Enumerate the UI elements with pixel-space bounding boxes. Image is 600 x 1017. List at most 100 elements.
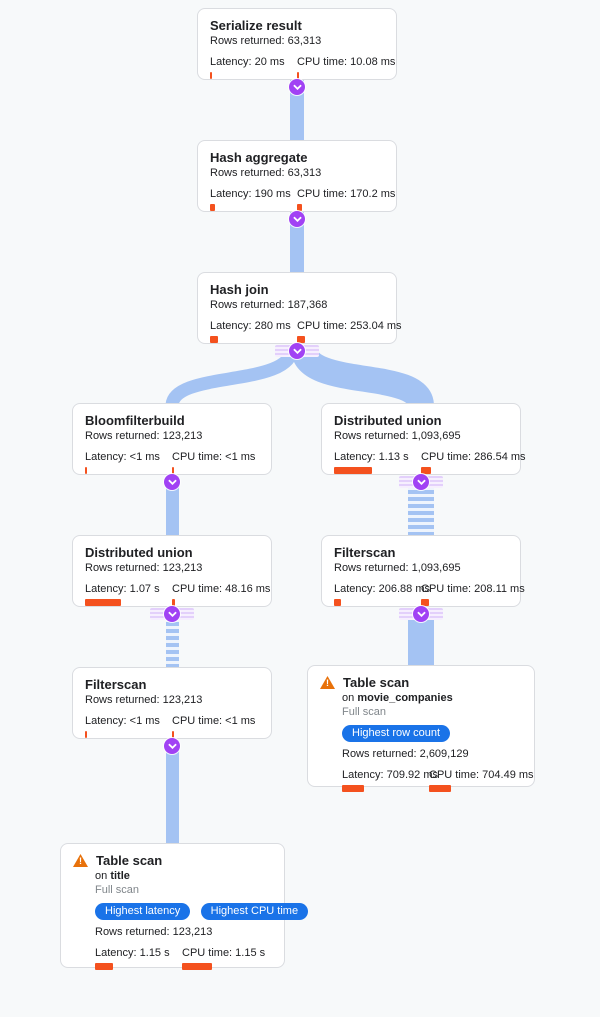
plan-node-distributed-union-left[interactable]: Distributed union Rows returned: 123,213… bbox=[72, 535, 272, 607]
collapse-toggle-distributed-union-left[interactable] bbox=[164, 606, 180, 622]
chevron-down-icon bbox=[292, 348, 302, 354]
latency-label: Latency: 206.88 ms bbox=[334, 583, 431, 595]
node-metrics: Latency: 709.92 ms CPU time: 704.49 ms bbox=[342, 769, 534, 792]
collapse-toggle-filterscan-right[interactable] bbox=[413, 606, 429, 622]
scan-target: on movie_companies bbox=[342, 692, 453, 704]
cpu-time-label: CPU time: <1 ms bbox=[172, 451, 256, 463]
plan-node-filterscan-left[interactable]: Filterscan Rows returned: 123,213 Latenc… bbox=[72, 667, 272, 739]
node-title: Table scan bbox=[343, 675, 410, 690]
cpu-time-label: CPU time: 704.49 ms bbox=[429, 769, 534, 781]
latency-bar bbox=[334, 599, 341, 606]
node-rows-returned: Rows returned: 123,213 bbox=[85, 562, 203, 574]
plan-node-bloomfilterbuild[interactable]: Bloomfilterbuild Rows returned: 123,213 … bbox=[72, 403, 272, 475]
node-metrics: Latency: 1.15 s CPU time: 1.15 s bbox=[95, 947, 272, 970]
plan-node-filterscan-right[interactable]: Filterscan Rows returned: 1,093,695 Late… bbox=[321, 535, 525, 607]
chevron-down-icon bbox=[416, 611, 426, 617]
latency-label: Latency: 1.13 s bbox=[334, 451, 409, 463]
node-title: Distributed union bbox=[85, 545, 193, 560]
latency-label: Latency: <1 ms bbox=[85, 715, 160, 727]
highest-cpu-time-badge: Highest CPU time bbox=[200, 903, 309, 920]
cpu-time-bar bbox=[297, 204, 302, 211]
latency-bar bbox=[85, 599, 121, 606]
highest-row-count-badge: Highest row count bbox=[342, 725, 451, 742]
chevron-down-icon bbox=[292, 84, 302, 90]
chevron-down-icon bbox=[167, 611, 177, 617]
plan-node-hash-aggregate[interactable]: Hash aggregate Rows returned: 63,313 Lat… bbox=[197, 140, 397, 212]
node-title: Hash aggregate bbox=[210, 150, 308, 165]
plan-node-table-scan-title[interactable]: Table scan on title Full scan Highest la… bbox=[60, 843, 309, 970]
latency-bar bbox=[210, 336, 218, 343]
node-title: Filterscan bbox=[85, 677, 147, 692]
node-metrics: Latency: 280 ms CPU time: 253.04 ms bbox=[210, 320, 402, 343]
node-rows-returned: Rows returned: 63,313 bbox=[210, 167, 322, 179]
cpu-time-label: CPU time: <1 ms bbox=[172, 715, 256, 727]
latency-label: Latency: 1.07 s bbox=[85, 583, 160, 595]
chevron-down-icon bbox=[167, 743, 177, 749]
latency-bar bbox=[95, 963, 113, 970]
node-rows-returned: Rows returned: 63,313 bbox=[210, 35, 322, 47]
plan-node-hash-join[interactable]: Hash join Rows returned: 187,368 Latency… bbox=[197, 272, 402, 344]
latency-bar bbox=[210, 72, 212, 79]
collapse-toggle-bloomfilterbuild[interactable] bbox=[164, 474, 180, 490]
cpu-time-label: CPU time: 1.15 s bbox=[182, 947, 266, 959]
cpu-time-label: CPU time: 253.04 ms bbox=[297, 320, 402, 332]
edge-filterscan-tablescan-left bbox=[166, 740, 179, 844]
scan-type: Full scan bbox=[342, 706, 387, 718]
latency-label: Latency: 1.15 s bbox=[95, 947, 170, 959]
edge-serialize-hashaggregate bbox=[290, 80, 304, 141]
node-rows-returned: Rows returned: 187,368 bbox=[210, 299, 328, 311]
cpu-time-bar bbox=[172, 467, 174, 474]
node-title: Filterscan bbox=[334, 545, 396, 560]
scan-type: Full scan bbox=[95, 884, 140, 896]
latency-bar bbox=[85, 731, 87, 738]
highest-latency-badge: Highest latency bbox=[95, 903, 191, 920]
node-title: Bloomfilterbuild bbox=[85, 413, 185, 428]
chevron-down-icon bbox=[292, 216, 302, 222]
cpu-time-bar bbox=[421, 467, 431, 474]
chevron-down-icon bbox=[416, 479, 426, 485]
chevron-down-icon bbox=[167, 479, 177, 485]
latency-bar bbox=[334, 467, 372, 474]
collapse-toggle-distributed-union-right[interactable] bbox=[413, 474, 429, 490]
cpu-time-label: CPU time: 208.11 ms bbox=[421, 583, 525, 595]
latency-label: Latency: 280 ms bbox=[210, 320, 291, 332]
warning-icon bbox=[320, 676, 335, 689]
plan-node-serialize-result[interactable]: Serialize result Rows returned: 63,313 L… bbox=[197, 8, 397, 80]
cpu-time-bar bbox=[297, 336, 305, 343]
edge-distunion-filterscan-left bbox=[166, 608, 179, 668]
cpu-time-label: CPU time: 10.08 ms bbox=[297, 56, 396, 68]
collapse-toggle-serialize-result[interactable] bbox=[289, 79, 305, 95]
node-metrics: Latency: 206.88 ms CPU time: 208.11 ms bbox=[334, 583, 525, 606]
node-title: Table scan bbox=[96, 853, 163, 868]
collapse-toggle-hash-join[interactable] bbox=[289, 343, 305, 359]
latency-bar bbox=[210, 204, 215, 211]
edge-hashaggregate-hashjoin bbox=[290, 212, 304, 273]
hash-join-split-ribbons bbox=[165, 345, 434, 404]
cpu-time-label: CPU time: 48.16 ms bbox=[172, 583, 271, 595]
plan-node-table-scan-movie-companies[interactable]: Table scan on movie_companies Full scan … bbox=[307, 665, 535, 792]
plan-node-distributed-union-right[interactable]: Distributed union Rows returned: 1,093,6… bbox=[321, 403, 526, 475]
cpu-time-bar bbox=[182, 963, 212, 970]
cpu-time-label: CPU time: 286.54 ms bbox=[421, 451, 526, 463]
latency-bar bbox=[342, 785, 364, 792]
collapse-toggle-hash-aggregate[interactable] bbox=[289, 211, 305, 227]
cpu-time-label: CPU time: 170.2 ms bbox=[297, 188, 396, 200]
node-rows-returned: Rows returned: 1,093,695 bbox=[334, 562, 461, 574]
cpu-time-bar bbox=[297, 72, 299, 79]
edge-bloomfilterbuild-distunion bbox=[166, 476, 179, 536]
latency-label: Latency: <1 ms bbox=[85, 451, 160, 463]
node-title: Distributed union bbox=[334, 413, 442, 428]
node-metrics: Latency: <1 ms CPU time: <1 ms bbox=[85, 715, 259, 738]
cpu-time-bar bbox=[172, 731, 174, 738]
table-name: title bbox=[110, 870, 130, 882]
node-rows-returned: Rows returned: 2,609,129 bbox=[342, 748, 469, 760]
cpu-time-bar bbox=[172, 599, 175, 606]
node-title: Hash join bbox=[210, 282, 269, 297]
node-metrics: Latency: <1 ms CPU time: <1 ms bbox=[85, 451, 259, 474]
table-name: movie_companies bbox=[357, 692, 453, 704]
node-metrics: Latency: 1.13 s CPU time: 286.54 ms bbox=[334, 451, 526, 474]
node-title: Serialize result bbox=[210, 18, 302, 33]
latency-bar bbox=[85, 467, 87, 474]
collapse-toggle-filterscan-left[interactable] bbox=[164, 738, 180, 754]
